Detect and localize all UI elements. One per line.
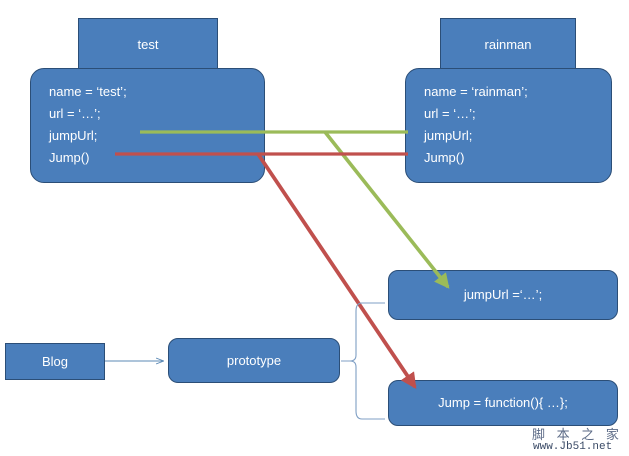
right-instance-body: name = ‘rainman’; url = ‘…’; jumpUrl; Ju… — [405, 68, 612, 183]
prototype-box: prototype — [168, 338, 340, 383]
left-instance-header-label: test — [137, 36, 159, 52]
prototype-label: prototype — [226, 352, 282, 368]
left-code-line-0: name = ‘test’; — [49, 84, 127, 99]
left-code-line-1: url = ‘…’; — [49, 106, 101, 121]
watermark-chinese: 脚 本 之 家 — [532, 427, 623, 442]
left-code-line-2: jumpUrl; — [49, 128, 98, 143]
watermark-url: www.Jb51.net — [533, 441, 613, 453]
prototype-member-jumpurl-label: jumpUrl =‘…’; — [463, 287, 543, 303]
left-instance-code: name = ‘test’; url = ‘…’; jumpUrl; Jump(… — [49, 81, 127, 169]
right-instance-code: name = ‘rainman’; url = ‘…’; jumpUrl; Ju… — [424, 81, 528, 169]
right-code-line-2: jumpUrl; — [424, 128, 473, 143]
prototype-member-jump-box: Jump = function(){ …}; — [388, 380, 618, 426]
right-code-line-0: name = ‘rainman’; — [424, 84, 528, 99]
right-instance-header-label: rainman — [484, 36, 532, 52]
prototype-member-jump-label: Jump = function(){ …}; — [438, 395, 568, 411]
right-instance-header: rainman — [440, 18, 576, 70]
left-instance-body: name = ‘test’; url = ‘…’; jumpUrl; Jump(… — [30, 68, 265, 183]
right-code-line-3: Jump() — [424, 150, 465, 165]
blog-label: Blog — [41, 353, 69, 369]
prototype-members-brace — [341, 302, 385, 420]
left-code-line-3: Jump() — [49, 150, 90, 165]
right-code-line-1: url = ‘…’; — [424, 106, 476, 121]
blog-box: Blog — [5, 343, 105, 380]
prototype-member-jumpurl-box: jumpUrl =‘…’; — [388, 270, 618, 320]
left-instance-header: test — [78, 18, 218, 70]
